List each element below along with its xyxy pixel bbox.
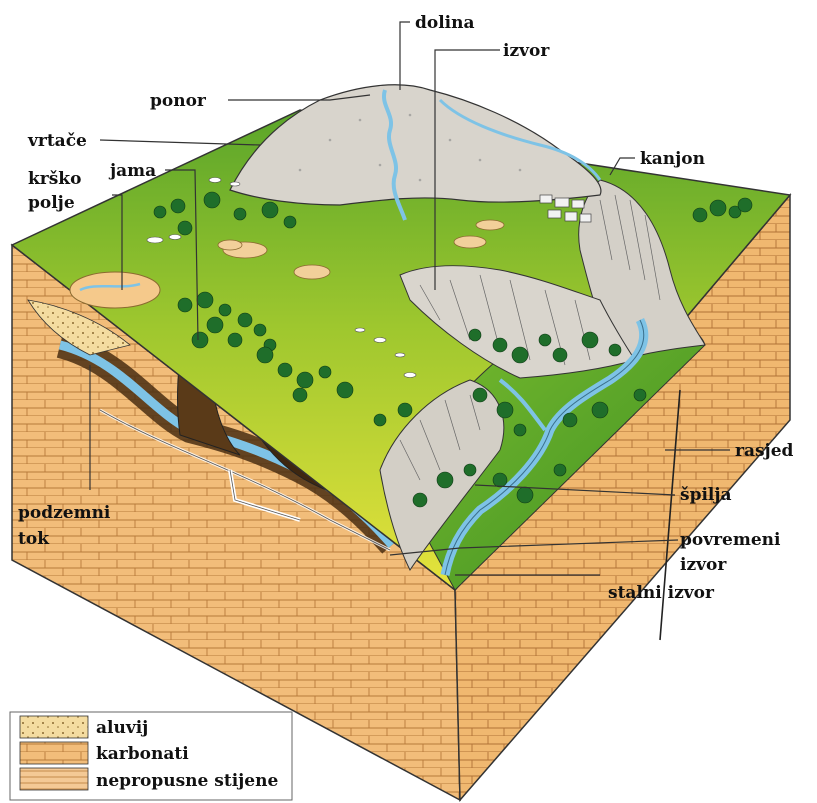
legend-label-nepropusne: nepropusne stijene <box>96 771 278 791</box>
tree <box>262 202 278 218</box>
tree <box>178 298 192 312</box>
legend-swatch-nepropusne <box>20 768 88 790</box>
label-podzemni: podzemni <box>18 503 111 523</box>
legend-item-aluvij: aluvij <box>20 716 148 738</box>
tree <box>493 338 507 352</box>
legend-item-karbonati: karbonati <box>20 742 189 764</box>
tree <box>563 413 577 427</box>
tree <box>374 414 386 426</box>
label-izvor: izvor <box>503 41 550 61</box>
label-stalni-izvor: stalni izvor <box>608 583 715 603</box>
tree <box>254 324 266 336</box>
tree <box>337 382 353 398</box>
legend-label-aluvij: aluvij <box>96 718 148 738</box>
tree <box>171 199 185 213</box>
tree <box>693 208 707 222</box>
legend-swatch-karbonati <box>20 742 88 764</box>
label-tok: tok <box>18 529 50 549</box>
tree <box>219 304 231 316</box>
label-krsko: krško <box>28 169 81 189</box>
label-vrtace: vrtače <box>27 131 87 151</box>
tree <box>228 333 242 347</box>
tree <box>192 332 208 348</box>
tree <box>514 424 526 436</box>
label-polje: polje <box>28 193 75 213</box>
tree <box>413 493 427 507</box>
label-kanjon: kanjon <box>640 149 705 169</box>
tree <box>278 363 292 377</box>
tree <box>297 372 313 388</box>
tree <box>473 388 487 402</box>
tree <box>609 344 621 356</box>
tree <box>204 192 220 208</box>
tree <box>464 464 476 476</box>
legend-item-nepropusne: nepropusne stijene <box>20 768 278 791</box>
legend-label-karbonati: karbonati <box>96 744 189 764</box>
label-spilja: špilja <box>680 485 732 505</box>
tree <box>512 347 528 363</box>
tree <box>154 206 166 218</box>
tree <box>554 464 566 476</box>
legend: aluvij karbonati nepropusne stijene <box>10 712 292 800</box>
tree <box>293 388 307 402</box>
tree <box>469 329 481 341</box>
tree <box>497 402 513 418</box>
tree <box>234 208 246 220</box>
label-dolina: dolina <box>415 13 475 33</box>
tree <box>539 334 551 346</box>
tree <box>257 347 273 363</box>
label-jama: jama <box>108 161 156 181</box>
tree <box>592 402 608 418</box>
tree <box>319 366 331 378</box>
label-povremeni-izvor: izvor <box>680 555 727 575</box>
tree <box>238 313 252 327</box>
tree <box>437 472 453 488</box>
tree <box>517 487 533 503</box>
legend-swatch-aluvij <box>20 716 88 738</box>
tree <box>178 221 192 235</box>
tree <box>710 200 726 216</box>
label-ponor: ponor <box>150 91 207 111</box>
tree <box>493 473 507 487</box>
tree <box>284 216 296 228</box>
tree <box>738 198 752 212</box>
tree <box>398 403 412 417</box>
label-rasjed: rasjed <box>735 441 794 461</box>
tree <box>207 317 223 333</box>
tree <box>634 389 646 401</box>
tree <box>553 348 567 362</box>
label-povremeni: povremeni <box>680 530 781 550</box>
tree <box>197 292 213 308</box>
tree <box>582 332 598 348</box>
